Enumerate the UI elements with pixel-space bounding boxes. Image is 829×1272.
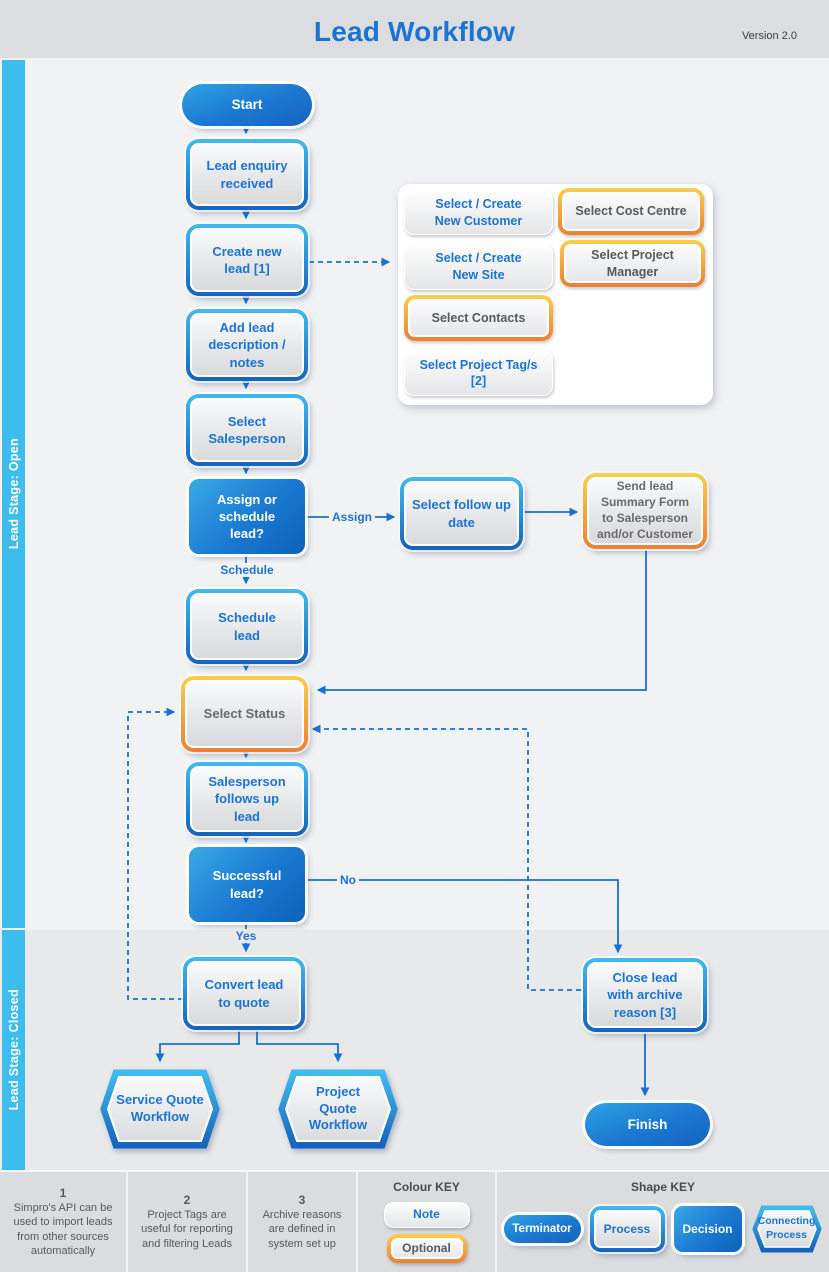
panel-select-cost-centre: Select Cost Centre	[558, 188, 704, 235]
header: Lead Workflow Version 2.0	[0, 0, 829, 58]
edge-no-to-close	[305, 879, 623, 954]
shape-key-connecting-process: Connecting Process	[751, 1204, 823, 1254]
footnote-1: 1 Simpro's API can be used to import lea…	[0, 1172, 128, 1272]
colour-key-optional: Optional	[387, 1234, 467, 1263]
shape-key-decision: Decision	[673, 1206, 742, 1252]
footnote-text: Simpro's API can be used to import leads…	[13, 1201, 113, 1257]
shape-key-title: Shape KEY	[630, 1180, 696, 1194]
hexagon-shape	[100, 1069, 220, 1149]
edge-label-schedule: Schedule	[217, 563, 277, 577]
node-send-summary: Send lead Summary Form to Salesperson an…	[583, 473, 707, 549]
colour-key-note: Note	[383, 1202, 470, 1228]
node-select-follow-up: Select follow up date	[400, 477, 523, 550]
edge-convert-loop-to-status	[127, 707, 183, 1000]
hexagon-shape	[278, 1069, 398, 1149]
colour-key: Colour KEY Note Optional	[358, 1172, 497, 1272]
node-service-quote-workflow: Service Quote Workflow	[100, 1068, 220, 1150]
lead-setup-panel: Select / Create New Customer Select Cost…	[398, 184, 713, 405]
panel-select-create-new-site: Select / Create New Site	[404, 243, 553, 290]
version-label: Version 2.0	[741, 30, 797, 42]
edge-summary-to-status	[316, 550, 647, 695]
footnote-number: 2	[183, 1193, 191, 1208]
footnote-text: Archive reasons are defined in system se…	[262, 1209, 342, 1250]
shape-key-terminator: Terminator	[503, 1215, 581, 1243]
node-select-status: Select Status	[181, 676, 308, 752]
node-salesperson-follows-up: Salesperson follows up lead	[186, 762, 308, 836]
node-start: Start	[182, 84, 312, 126]
edge-label-no: No	[337, 873, 359, 887]
edge-convert-to-project	[256, 1031, 343, 1063]
hexagon-label: Service Quote Workflow	[116, 1092, 204, 1124]
node-lead-enquiry: Lead enquiry received	[186, 139, 308, 210]
hexagon-shape	[751, 1205, 822, 1253]
shape-key: Shape KEY Terminator Process Decision Co…	[497, 1172, 829, 1272]
node-create-lead: Create new lead [1]	[186, 224, 308, 296]
node-add-description: Add lead description / notes	[186, 309, 308, 381]
stage-bar-closed: Lead Stage: Closed	[2, 930, 25, 1170]
panel-select-contacts: Select Contacts	[404, 295, 553, 341]
node-project-quote-workflow: Project Quote Workflow	[278, 1068, 398, 1150]
footnote-text: Project Tags are useful for reporting an…	[141, 1209, 233, 1250]
stage-bar-open: Lead Stage: Open	[2, 60, 25, 928]
panel-select-create-new-customer: Select / Create New Customer	[404, 190, 553, 235]
hexagon-label: Project Quote Workflow	[308, 1083, 368, 1133]
footnote-number: 3	[298, 1193, 306, 1208]
colour-key-title: Colour KEY	[393, 1180, 460, 1194]
stage-label-open: Lead Stage: Open	[6, 438, 21, 550]
footnote-2: 2 Project Tags are useful for reporting …	[128, 1172, 248, 1272]
node-close-lead: Close lead with archive reason [3]	[583, 958, 707, 1032]
shape-key-process: Process	[590, 1206, 665, 1252]
node-convert-lead: Convert lead to quote	[183, 957, 305, 1030]
footnote-3: 3 Archive reasons are defined in system …	[248, 1172, 358, 1272]
panel-select-project-manager: Select Project Manager	[560, 240, 705, 287]
node-assign-or-schedule: Assign or schedule lead?	[189, 479, 305, 554]
legend-bar: 1 Simpro's API can be used to import lea…	[0, 1170, 829, 1272]
page-title: Lead Workflow	[313, 16, 516, 47]
node-finish: Finish	[585, 1103, 710, 1146]
panel-select-project-tags: Select Project Tag/s [2]	[404, 350, 553, 396]
hexagon-label: Connecting Process	[757, 1215, 816, 1241]
stage-label-closed: Lead Stage: Closed	[6, 989, 21, 1111]
node-successful-lead: Successful lead?	[189, 847, 305, 922]
edge-convert-to-service	[155, 1031, 240, 1063]
node-schedule-lead: Schedule lead	[186, 589, 308, 664]
edge-label-assign: Assign	[328, 510, 376, 524]
shape-key-row: Terminator Process Decision Connecting P…	[503, 1204, 823, 1254]
edge-close-loop-to-status	[311, 724, 581, 991]
node-select-salesperson: Select Salesperson	[186, 394, 308, 466]
footnote-number: 1	[59, 1185, 67, 1200]
edge-label-yes: Yes	[232, 929, 260, 943]
